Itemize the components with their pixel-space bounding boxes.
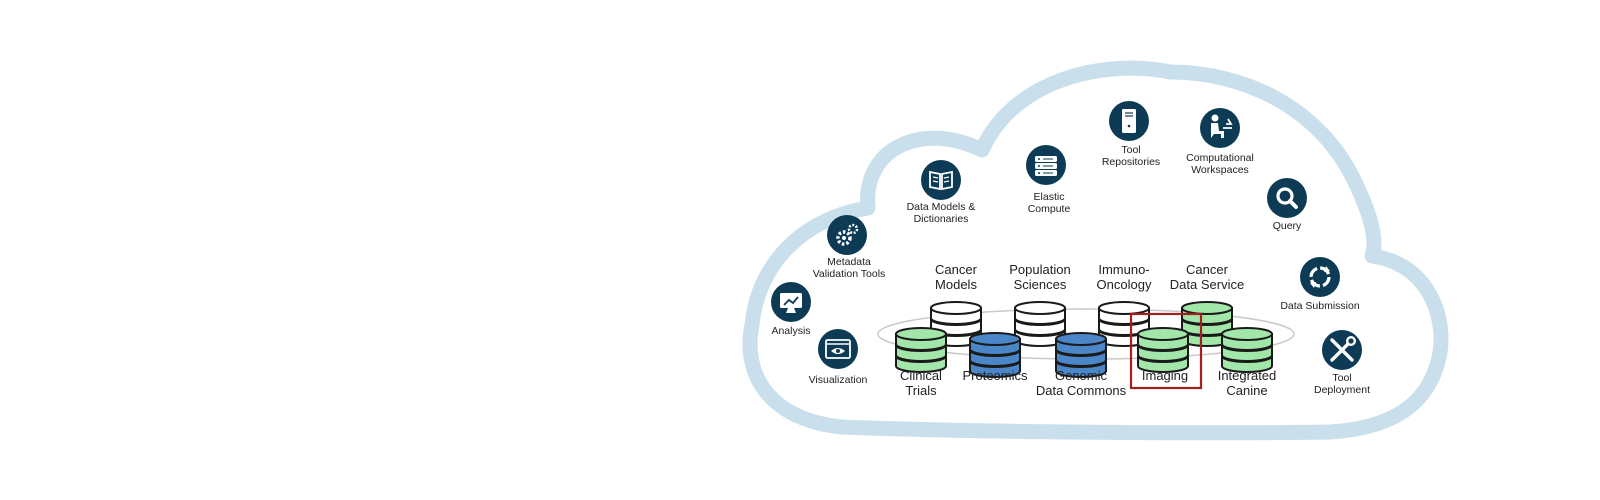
imaging-highlight-box bbox=[1129, 312, 1203, 390]
gears-icon bbox=[827, 215, 867, 255]
data-models-dictionaries-label-line: Dictionaries bbox=[914, 213, 969, 225]
server-stack-icon bbox=[1026, 145, 1066, 185]
population-sciences-label-line: Sciences bbox=[1014, 277, 1067, 292]
cancer-models-label-line: Cancer bbox=[935, 262, 978, 277]
server-tower-icon bbox=[1109, 101, 1149, 141]
metadata-validation-tools-label-line: Metadata bbox=[827, 256, 871, 268]
database-icon-immuno-oncology bbox=[1098, 301, 1150, 347]
computational-workspaces-label-line: Computational bbox=[1186, 152, 1254, 164]
book-icon bbox=[921, 160, 961, 200]
magnifier-icon bbox=[1267, 178, 1307, 218]
data-submission-label: Data Submission bbox=[1280, 300, 1360, 312]
analysis-label: Analysis bbox=[771, 325, 810, 337]
visualization-label: Visualization bbox=[809, 374, 868, 386]
cancer-data-service-label-line: Data Service bbox=[1170, 277, 1244, 292]
imaging-label: Imaging bbox=[1142, 368, 1188, 383]
tool-repositories-label-line: Tool bbox=[1121, 144, 1140, 156]
monitor-chart-icon bbox=[771, 282, 811, 322]
elastic-compute-label-line: Elastic bbox=[1034, 191, 1065, 203]
tool-repositories-label-line: Repositories bbox=[1102, 156, 1160, 168]
data-submission-label-line: Data Submission bbox=[1280, 300, 1360, 312]
database-icon-integrated-canine bbox=[1221, 327, 1273, 373]
proteomics-label: Proteomics bbox=[962, 368, 1028, 383]
database-icon-genomic-data-commons bbox=[1055, 332, 1107, 378]
genomic-data-commons-label-line: Data Commons bbox=[1036, 383, 1127, 398]
eye-window-icon bbox=[818, 329, 858, 369]
immuno-oncology-label: Immuno-Oncology bbox=[1097, 262, 1152, 292]
query-label: Query bbox=[1273, 220, 1302, 232]
database-icon-cancer-data-service bbox=[1181, 301, 1233, 347]
database-icon-proteomics bbox=[969, 332, 1021, 378]
person-at-desk-icon bbox=[1200, 108, 1240, 148]
imaging-label-line: Imaging bbox=[1142, 368, 1188, 383]
immuno-oncology-label-line: Oncology bbox=[1097, 277, 1152, 292]
analysis-label-line: Analysis bbox=[771, 325, 810, 337]
data-models-dictionaries-label: Data Models &Dictionaries bbox=[907, 201, 976, 225]
cancer-models-label-line: Models bbox=[935, 277, 977, 292]
cancer-data-service-label-line: Cancer bbox=[1186, 262, 1229, 277]
metadata-validation-tools-label-line: Validation Tools bbox=[813, 268, 886, 280]
query-label-line: Query bbox=[1273, 220, 1302, 232]
data-models-dictionaries-label-line: Data Models & bbox=[907, 201, 976, 213]
cycle-arrows-icon bbox=[1300, 257, 1340, 297]
tool-deployment-label-line: Tool bbox=[1332, 372, 1351, 384]
immuno-oncology-label-line: Immuno- bbox=[1098, 262, 1149, 277]
tools-icon bbox=[1322, 330, 1362, 370]
visualization-label-line: Visualization bbox=[809, 374, 868, 386]
clinical-trials-label-line: Clinical bbox=[900, 368, 942, 383]
tool-deployment-label-line: Deployment bbox=[1314, 384, 1370, 396]
computational-workspaces-label-line: Workspaces bbox=[1191, 164, 1249, 176]
elastic-compute-label-line: Compute bbox=[1028, 203, 1071, 215]
integrated-canine-label-line: Integrated bbox=[1218, 368, 1277, 383]
clinical-trials-label-line: Trials bbox=[905, 383, 937, 398]
proteomics-label-line: Proteomics bbox=[962, 368, 1028, 383]
database-icon-clinical-trials bbox=[895, 327, 947, 373]
genomic-data-commons-label-line: Genomic bbox=[1055, 368, 1108, 383]
population-sciences-label-line: Population bbox=[1009, 262, 1070, 277]
integrated-canine-label-line: Canine bbox=[1226, 383, 1267, 398]
database-icon-imaging bbox=[1137, 327, 1189, 373]
